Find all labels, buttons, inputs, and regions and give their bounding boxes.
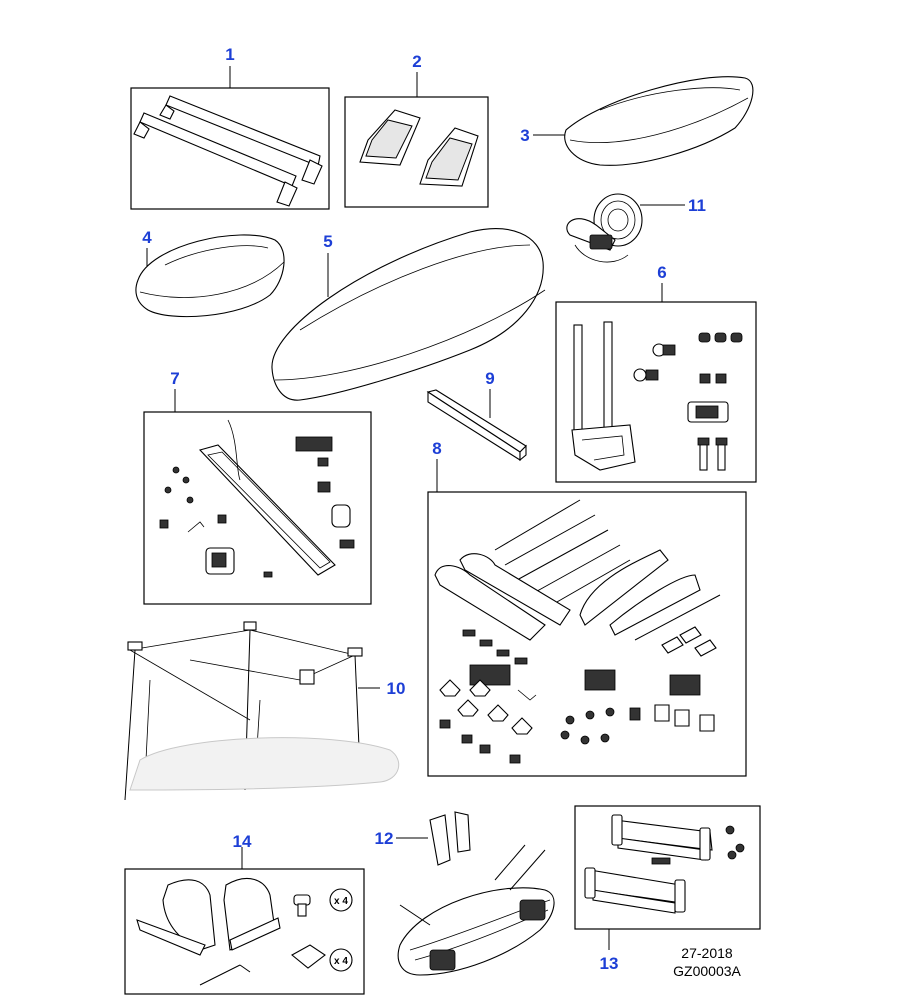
item-12-towbar-bike-carrier <box>396 811 555 976</box>
item-6-bike-carrier-kit <box>555 283 757 483</box>
bolt-quantity: x 4 <box>334 896 348 907</box>
callout-8: 8 <box>432 439 441 458</box>
item-8-frame <box>427 491 747 777</box>
item-5-roof-box-large <box>271 228 546 401</box>
callout-10: 10 <box>387 679 406 698</box>
callout-9: 9 <box>485 369 494 388</box>
callout-2: 2 <box>412 52 421 71</box>
item-7-rail-kit <box>143 389 372 605</box>
item-6-frame <box>555 301 757 483</box>
callout-5: 5 <box>323 232 332 251</box>
callout-6: 6 <box>657 263 666 282</box>
item-13-frame <box>574 805 761 930</box>
item-7-frame <box>143 411 372 605</box>
callout-1: 1 <box>225 45 234 64</box>
item-2-pads <box>344 72 489 208</box>
item-11-strap <box>566 193 685 263</box>
item-8-load-carrier-kit <box>427 459 747 777</box>
callout-13: 13 <box>600 954 619 973</box>
item-1-cross-bars <box>130 66 330 210</box>
item-13-ski-carrier <box>574 805 761 950</box>
callout-12: 12 <box>375 829 394 848</box>
item-3-roof-box-small <box>533 76 754 166</box>
callout-14: 14 <box>233 832 252 851</box>
item-14-frame <box>124 868 365 995</box>
callout-3: 3 <box>520 126 529 145</box>
item-4-roof-box-medium <box>135 234 285 318</box>
item-10-hoist <box>124 621 400 801</box>
nut-quantity: x 4 <box>334 956 348 967</box>
callout-4: 4 <box>142 228 152 247</box>
item-14-wall-brackets <box>124 847 365 995</box>
callout-11: 11 <box>688 196 706 215</box>
callout-7: 7 <box>170 369 179 388</box>
item-9-adapter-bar <box>426 389 527 462</box>
date-code: 27-2018 <box>681 945 733 961</box>
illustration-id: GZ00003A <box>673 963 741 979</box>
